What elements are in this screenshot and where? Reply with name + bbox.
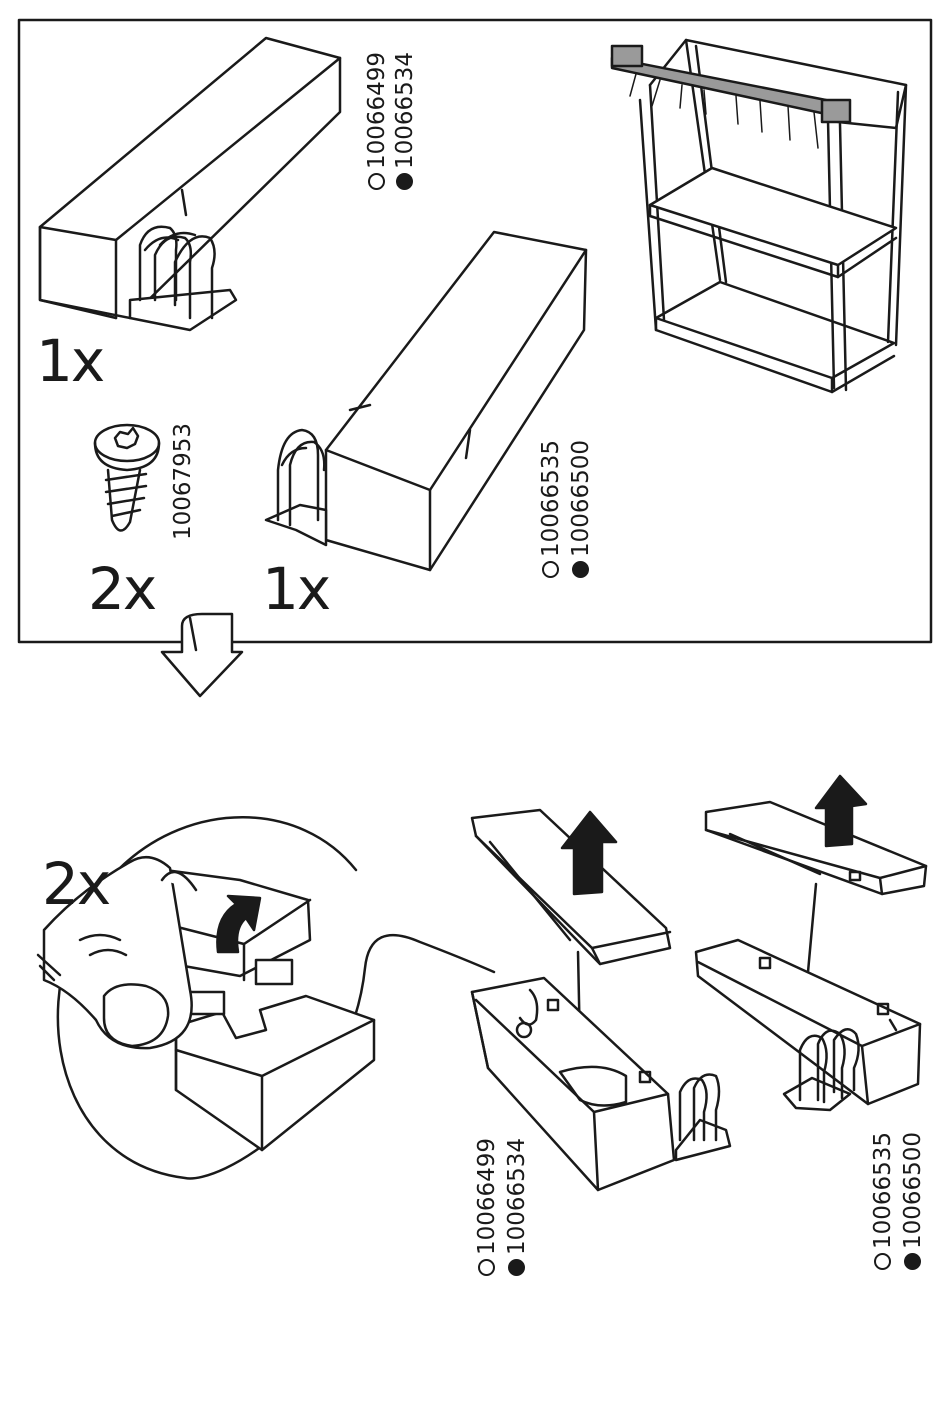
right-cover-qty: 1x	[262, 560, 329, 618]
code-text: 10067953	[172, 423, 195, 540]
outline-circle-icon	[368, 173, 385, 190]
left-cover-drawing	[40, 38, 340, 330]
filled-circle-icon	[396, 173, 413, 190]
code-text: 10066499	[364, 52, 390, 169]
filled-circle-icon	[904, 1253, 921, 1270]
shelf-icon	[612, 40, 906, 392]
left-assembly-drawing	[472, 810, 730, 1190]
code-text: 10066534	[392, 52, 418, 169]
code-text: 10066500	[900, 1132, 926, 1249]
code-text: 10066534	[504, 1138, 530, 1255]
arrow-down-icon	[162, 614, 242, 696]
code-text: 10066535	[870, 1132, 896, 1249]
filled-circle-icon	[572, 561, 589, 578]
outline-circle-icon	[542, 561, 559, 578]
code-text: 10066535	[538, 440, 564, 557]
detail-qty: 2x	[42, 855, 109, 913]
screw-icon	[95, 425, 159, 531]
code-text: 10066500	[568, 440, 594, 557]
right-assembly-drawing	[696, 776, 926, 1110]
outline-circle-icon	[874, 1253, 891, 1270]
filled-circle-icon	[508, 1259, 525, 1276]
outline-circle-icon	[478, 1259, 495, 1276]
code-text: 10066499	[474, 1138, 500, 1255]
left-cover-qty: 1x	[36, 332, 103, 390]
screw-qty: 2x	[88, 560, 155, 618]
